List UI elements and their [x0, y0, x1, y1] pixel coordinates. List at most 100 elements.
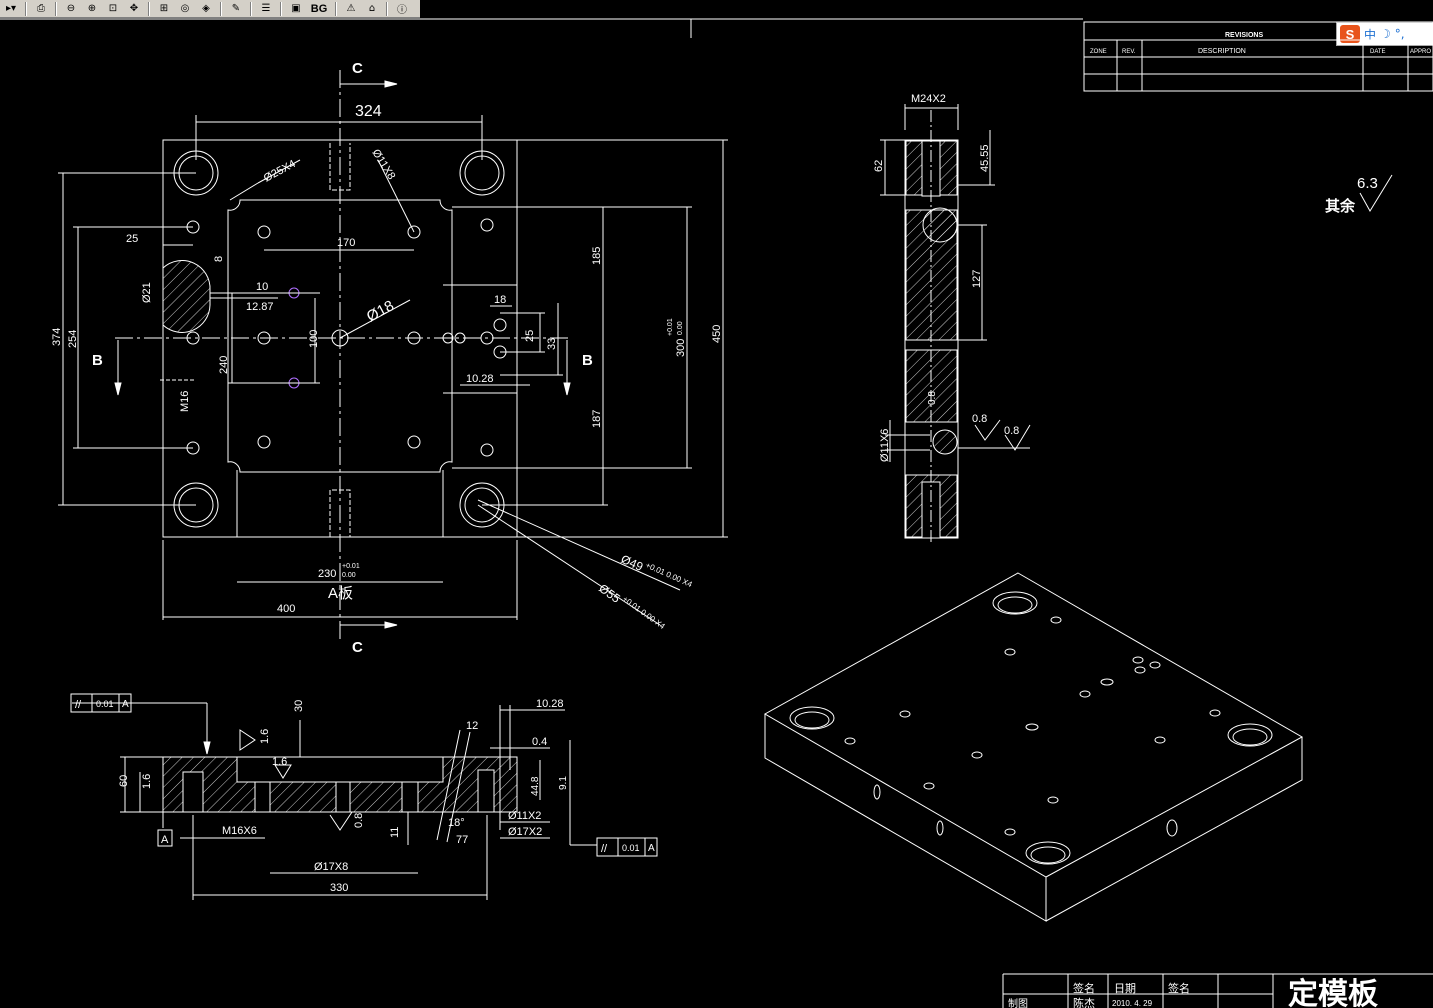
- section-c-bottom: C: [352, 639, 363, 656]
- ime-toolbar[interactable]: S 中 ☽ °,: [1336, 22, 1433, 46]
- print-icon[interactable]: ⎙: [37, 3, 45, 14]
- tb-sign1: 签名: [1073, 981, 1095, 995]
- dim-450: 450: [711, 325, 723, 343]
- ime-logo-icon[interactable]: S: [1340, 25, 1360, 43]
- toolbar-separator: [250, 1, 252, 16]
- tb-datev: 2010. 4. 29: [1112, 999, 1153, 1008]
- dim-m16: M16: [179, 391, 191, 412]
- dim-25x4: Ø25X4: [262, 158, 298, 185]
- title-block: [1002, 973, 1433, 1008]
- revisions-table: [1083, 21, 1433, 92]
- plate-label: A板: [328, 584, 353, 602]
- sec-17x2: Ø17X2: [508, 826, 542, 838]
- side-0-8b: 0.8: [972, 413, 987, 425]
- sec-77: 77: [456, 834, 468, 846]
- ime-punct-toggle[interactable]: °,: [1394, 27, 1405, 41]
- rev-title: REVISIONS: [1225, 32, 1263, 39]
- isometric-view: [763, 572, 1304, 922]
- zoom-window-icon[interactable]: ⊡: [108, 3, 118, 14]
- side-0-8c: 0.8: [1004, 425, 1019, 437]
- zoom-in-icon[interactable]: ⊕: [87, 3, 97, 14]
- sec-1-6c: 1.6: [141, 774, 153, 789]
- tb-title: 定模板: [1288, 977, 1378, 1008]
- sec-11x2: Ø11X2: [508, 810, 541, 822]
- side-m24: M24X2: [911, 93, 946, 105]
- plan-view-labels: C C B B 324 Ø25X4 Ø11X8 25 8 170 10 12.8…: [51, 60, 723, 656]
- dim-324: 324: [355, 103, 382, 120]
- sec-datum-frame: [157, 829, 173, 847]
- rev-desc: DESCRIPTION: [1198, 48, 1246, 55]
- tol-ref-2: A: [648, 843, 655, 854]
- rough-6-3: 6.3: [1357, 175, 1378, 192]
- toolbar-separator: [25, 1, 27, 16]
- dim-33: 33: [546, 338, 558, 350]
- roughness-note: 6.3 其余: [1325, 174, 1393, 215]
- dim-230: 230: [318, 568, 336, 580]
- toolbar-separator: [280, 1, 282, 16]
- rev-zone: ZONE: [1090, 49, 1107, 55]
- dim-300-tol-bot: 0.00: [677, 321, 684, 335]
- dim-10-28: 10.28: [466, 373, 494, 385]
- dim-25b: 25: [524, 330, 536, 342]
- tb-draw: 制图: [1008, 997, 1028, 1008]
- section-b-left: B: [92, 352, 103, 369]
- navigate-icon[interactable]: ◈: [202, 3, 210, 14]
- dim-185: 185: [591, 247, 603, 265]
- toolbar-separator: [386, 1, 388, 16]
- cursor-icon[interactable]: ▸▾: [5, 3, 17, 14]
- rev-rev: REV.: [1122, 49, 1136, 55]
- sec-0-8: 0.8: [353, 813, 365, 828]
- sec-9-1: 9.1: [558, 776, 569, 790]
- side-section-labels: M24X2 62 45.55 127 0.8 0.8 0.8 Ø11X6: [873, 93, 1019, 462]
- sec-m16x6: M16X6: [222, 825, 257, 837]
- plan-view: [58, 70, 728, 640]
- dim-240: 240: [218, 356, 230, 374]
- tol-flat-2: //: [601, 843, 608, 855]
- zoom-previous-icon[interactable]: ◎: [180, 3, 190, 14]
- tb-date: 日期: [1114, 982, 1136, 995]
- ime-moon-icon[interactable]: ☽: [1380, 27, 1391, 41]
- background-button[interactable]: BG: [310, 2, 328, 15]
- toolbar-separator: [55, 1, 57, 16]
- dim-374: 374: [51, 328, 63, 346]
- title-block-labels: 签名 日期 签名 制图 陈杰 2010. 4. 29 定模板: [1008, 977, 1378, 1008]
- tb-sign2: 签名: [1168, 981, 1190, 995]
- dim-12-87: 12.87: [246, 301, 274, 313]
- side-section-view: [880, 104, 1031, 545]
- warning-icon[interactable]: ⚠: [346, 3, 356, 14]
- sec-18deg: 18°: [448, 817, 465, 829]
- dim-400: 400: [277, 603, 295, 615]
- dim-8: 8: [213, 256, 225, 262]
- dim-18-hole: Ø18: [364, 297, 397, 325]
- dim-18: 18: [494, 294, 506, 306]
- front-section-view: [72, 702, 571, 900]
- info-icon[interactable]: ⓘ: [397, 5, 407, 16]
- dim-254: 254: [67, 330, 79, 348]
- tol-val-1: 0.01: [96, 699, 114, 709]
- pan-icon[interactable]: ✥: [129, 3, 139, 14]
- side-127: 127: [971, 270, 983, 288]
- tol-frame-1: [70, 693, 132, 713]
- zoom-out-icon[interactable]: ⊖: [66, 3, 76, 14]
- rev-appr: APPRO: [1410, 49, 1431, 55]
- display-icon[interactable]: ▣: [291, 3, 301, 14]
- sec-0-4: 0.4: [532, 736, 547, 748]
- home-icon[interactable]: ⌂: [368, 3, 376, 14]
- section-b-right: B: [582, 352, 593, 369]
- wand-icon[interactable]: ✎: [231, 3, 241, 14]
- revisions-labels: REVISIONS ZONE REV. DESCRIPTION DATE APP…: [1090, 32, 1431, 55]
- side-11x6: Ø11X6: [879, 429, 891, 462]
- front-section-labels: // 0.01 A // 0.01 A 1.6 30 1.6 60 1.6 A …: [70, 693, 658, 894]
- ime-mode-toggle[interactable]: 中: [1364, 27, 1377, 42]
- dim-230-tol-top: +0.01: [342, 563, 360, 570]
- cad-toolbar: ▸▾ ⎙ ⊖ ⊕ ⊡ ✥ ⊞ ◎ ◈ ✎ ☰ ▣ BG ⚠ ⌂ ⓘ: [0, 0, 420, 18]
- dim-100: 100: [308, 330, 320, 348]
- tol-val-2: 0.01: [622, 843, 640, 853]
- sec-11: 11: [389, 827, 401, 838]
- rev-date: DATE: [1370, 49, 1386, 55]
- cad-drawing-canvas[interactable]: C C B B 324 Ø25X4 Ø11X8 25 8 170 10 12.8…: [0, 18, 1433, 1008]
- toolbar-separator: [220, 1, 222, 16]
- zoom-extents-icon[interactable]: ⊞: [159, 3, 169, 14]
- side-0-8a: 0.8: [927, 391, 938, 405]
- layers-icon[interactable]: ☰: [261, 3, 271, 14]
